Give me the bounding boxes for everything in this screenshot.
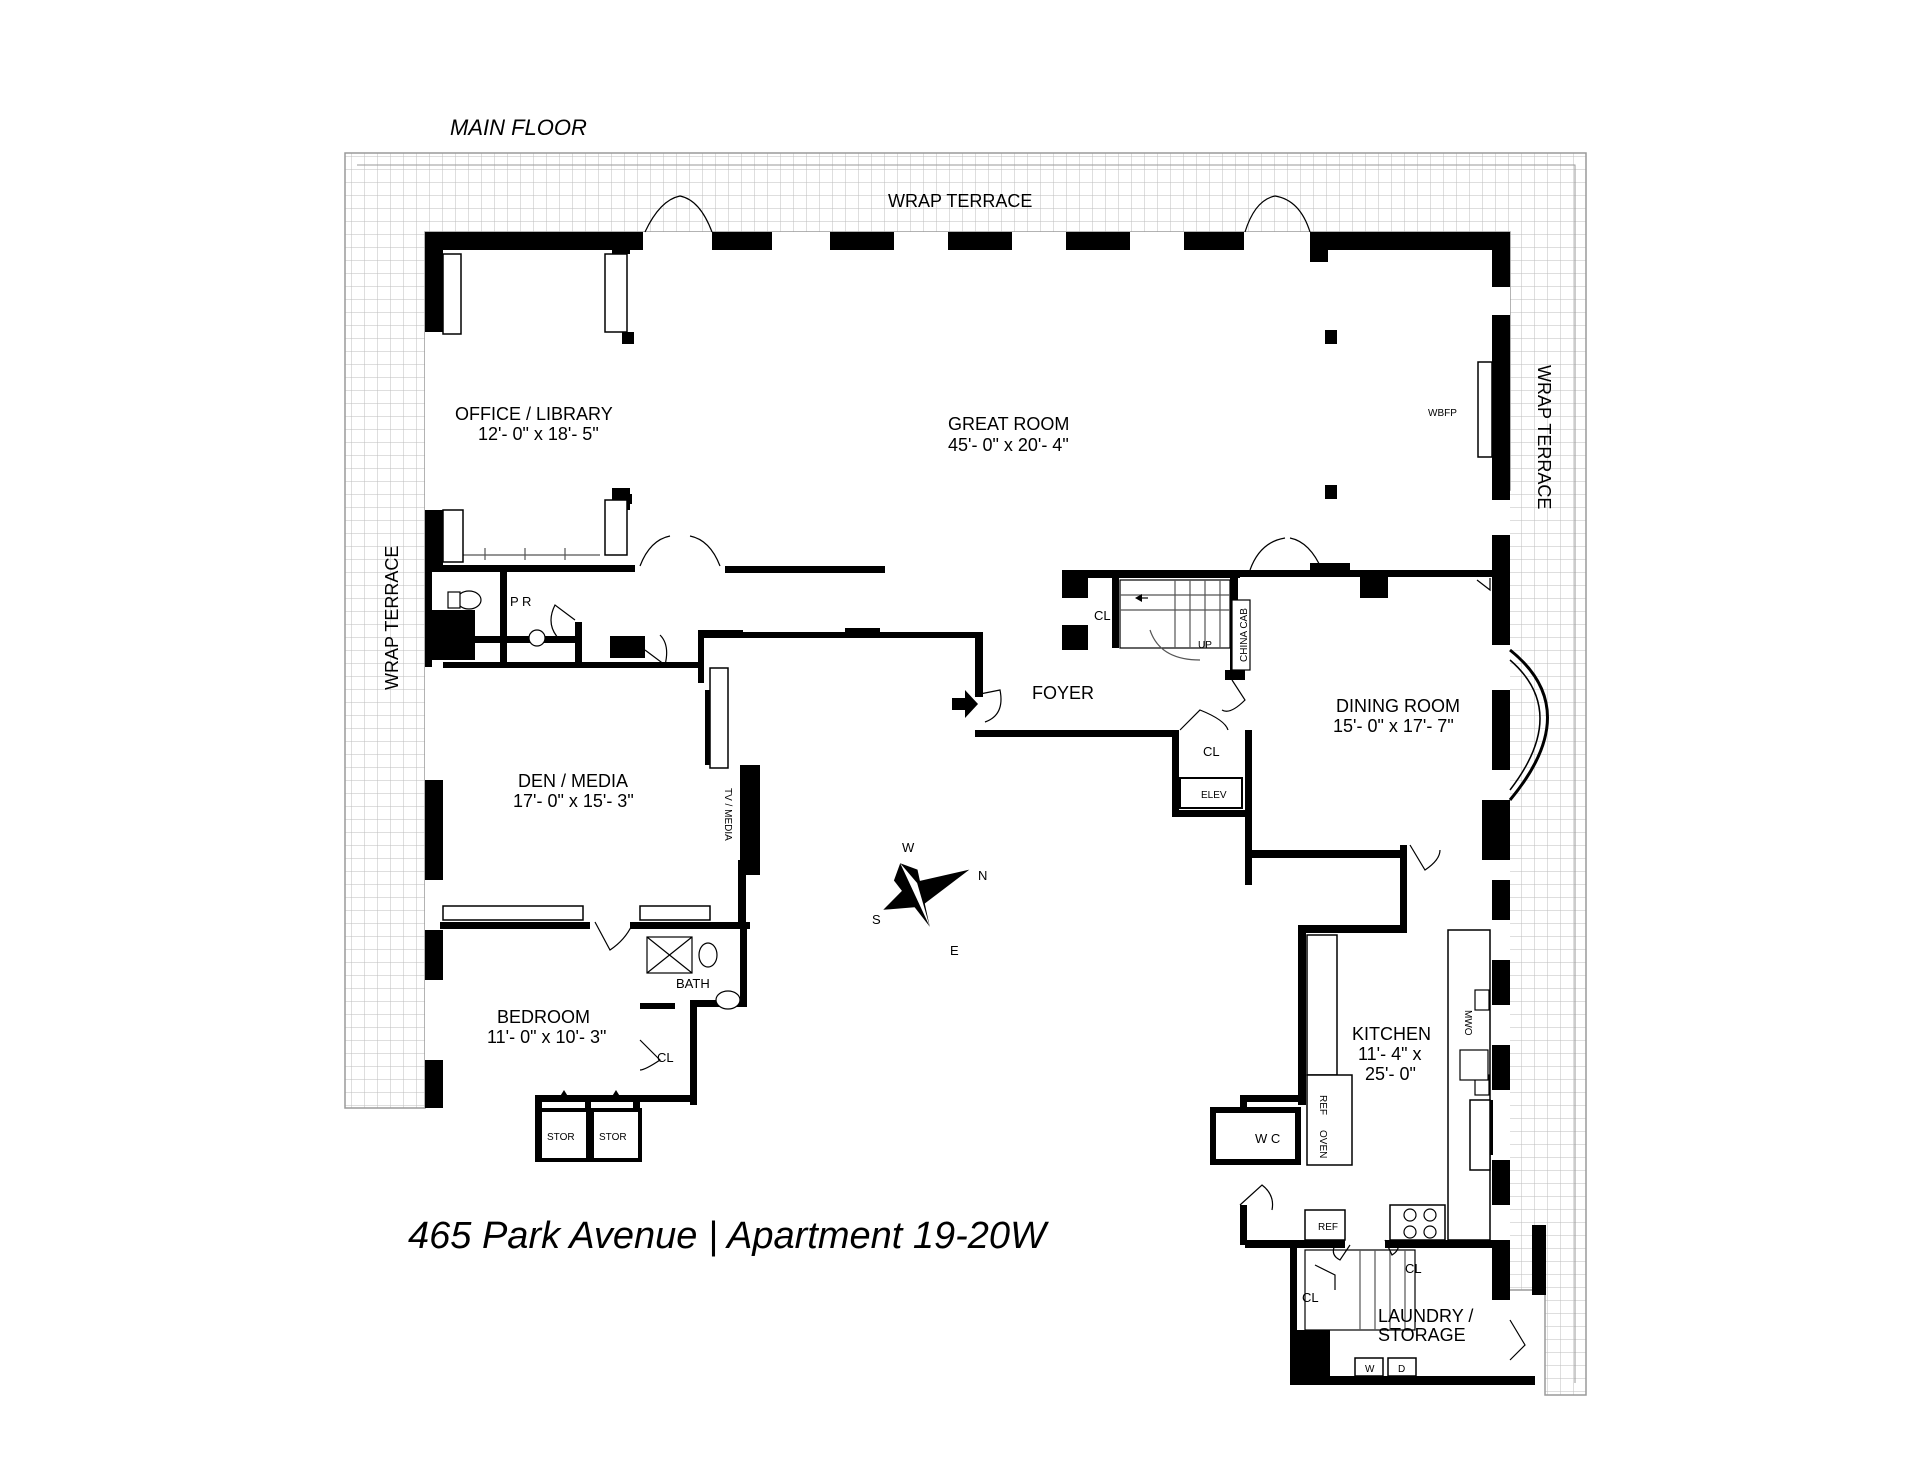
fireplace-label: WBFP [1428,408,1457,419]
compass-e: E [950,943,959,958]
bedroom-dims: 11'- 0" x 10'- 3" [487,1027,606,1047]
stair-closet-label: CL [1094,608,1111,623]
great-room-dims: 45'- 0" x 20'- 4" [948,435,1069,455]
foyer-label: FOYER [1032,683,1094,703]
powder-room-label: P R [510,594,531,609]
bay-window [1508,648,1549,801]
elevator-shaft [1179,777,1243,809]
water-closet-label: W C [1255,1131,1280,1146]
terrace-top-label: WRAP TERRACE [888,191,1032,211]
bath-label: BATH [676,976,710,991]
exterior-walls [425,232,1546,1300]
hall-closet-label: CL [1302,1290,1319,1305]
laundry-closet-label: CL [1405,1261,1422,1276]
office-room-dims: 12'- 0" x 18'- 5" [478,424,599,444]
den-room-dims: 17'- 0" x 15'- 3" [513,791,634,811]
microwave-label: MWO [1462,1010,1473,1036]
kitchen-name: KITCHEN [1352,1024,1431,1044]
ref-label-2: REF [1318,1222,1338,1233]
ref-label-1: REF [1317,1095,1328,1115]
bedroom-closet-label: CL [657,1050,674,1065]
interior [425,232,1510,1383]
den-room-name: DEN / MEDIA [518,771,628,791]
compass-rose [883,863,970,927]
compass-w: W [902,840,915,855]
oven-label: OVEN [1317,1130,1328,1158]
storage-label-1: STOR [547,1132,575,1143]
great-room-name: GREAT ROOM [948,414,1069,434]
storage-label-2: STOR [599,1132,627,1143]
water-closet-room [1210,1107,1301,1165]
china-cab-label: CHINA CAB [1239,608,1250,662]
laundry-name-line1: LAUNDRY / [1378,1306,1473,1326]
listing-caption: 465 Park Avenue | Apartment 19-20W [408,1215,1049,1257]
kitchen-dims-line1: 11'- 4" x [1358,1044,1422,1064]
elevator-closet-label: CL [1203,744,1220,759]
bedroom-name: BEDROOM [497,1007,590,1027]
tv-media-label: TV / MEDIA [722,788,733,841]
floor-label: MAIN FLOOR [450,115,587,140]
terrace-left-label: WRAP TERRACE [382,546,402,690]
staircase [1119,579,1416,1331]
storage-units [538,1090,642,1162]
dining-room-dims: 15'- 0" x 17'- 7" [1333,716,1454,736]
terrace-right-label: WRAP TERRACE [1534,365,1554,509]
washer-label: W [1365,1364,1375,1375]
compass-n: N [978,868,987,883]
laundry-name-line2: STORAGE [1378,1325,1466,1345]
dryer-label: D [1398,1364,1405,1375]
elevator-label: ELEV [1201,790,1227,801]
stair-up-label: UP [1198,640,1212,651]
doors [550,195,1526,1361]
dining-room-name: DINING ROOM [1336,696,1460,716]
kitchen-dims-line2: 25'- 0" [1365,1064,1416,1084]
entry-arrow [952,690,978,718]
compass-s: S [872,912,881,927]
office-room-name: OFFICE / LIBRARY [455,404,613,424]
